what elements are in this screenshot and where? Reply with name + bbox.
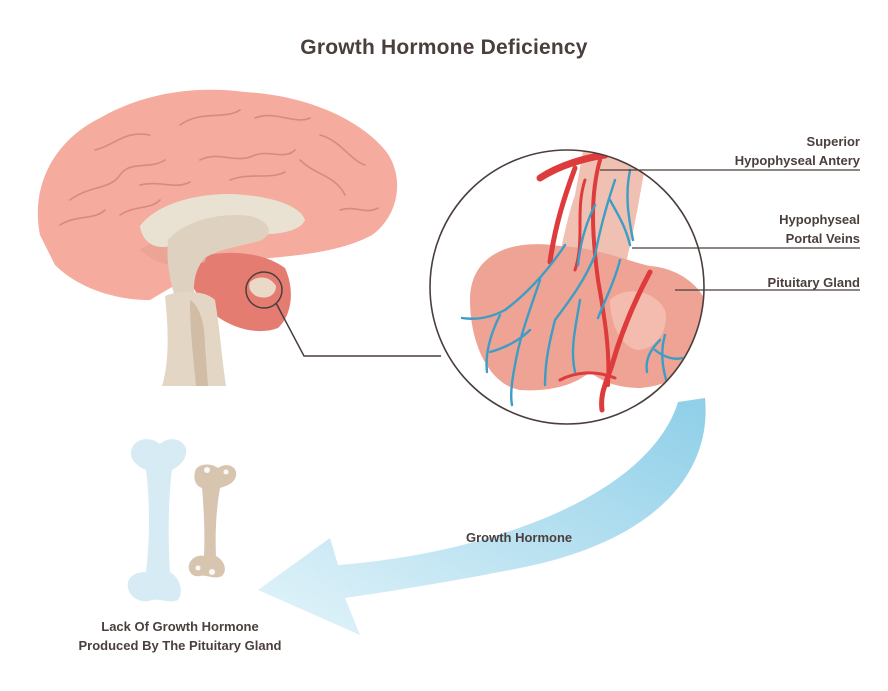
pituitary-gland-label: Pituitary Gland <box>768 273 860 292</box>
zoom-connector <box>275 302 441 357</box>
superior-artery-label-line: Superior <box>806 134 860 149</box>
pituitary-gland-label-text: Pituitary Gland <box>767 275 860 290</box>
lack-of-hormone-label-line: Produced By The Pituitary Gland <box>78 638 282 653</box>
growth-hormone-label-text: Growth Hormone <box>466 530 573 545</box>
lack-of-hormone-label: Lack Of Growth Hormone Produced By The P… <box>60 617 300 655</box>
portal-veins-label-line: Portal Veins <box>785 231 860 246</box>
leader-lines <box>600 169 860 291</box>
arrow-icon <box>258 398 706 635</box>
brain-icon <box>37 89 398 386</box>
growth-hormone-label: Growth Hormone <box>466 528 572 547</box>
superior-artery-label: Superior Hypophyseal Antery <box>735 132 860 170</box>
lack-of-hormone-label-line: Lack Of Growth Hormone <box>101 619 259 634</box>
portal-veins-label-line: Hypophyseal <box>779 212 860 227</box>
long-bone-icon <box>127 439 187 602</box>
portal-veins-label: Hypophyseal Portal Veins <box>779 210 860 248</box>
page-title: Growth Hormone Deficiency <box>300 36 588 59</box>
short-bone-icon <box>188 464 237 578</box>
superior-artery-label-line: Hypophyseal Antery <box>734 153 860 168</box>
pituitary-gland-icon <box>429 149 705 425</box>
